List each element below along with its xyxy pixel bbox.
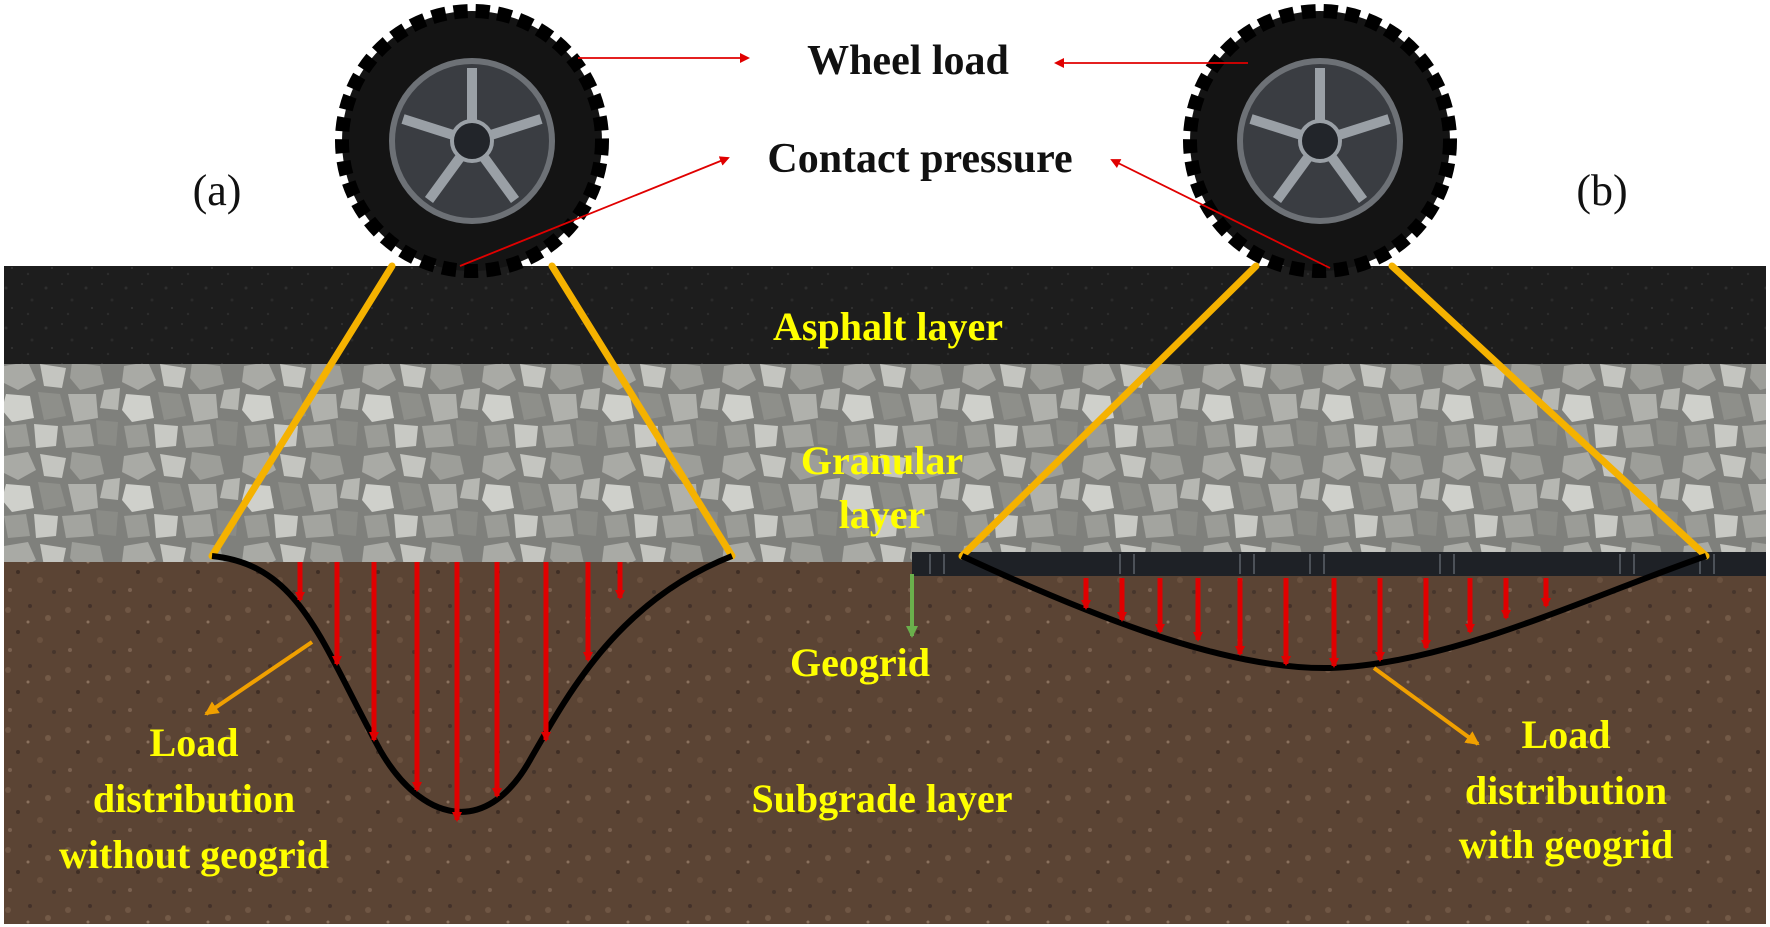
note-without-geogrid-3: without geogrid — [59, 832, 329, 877]
note-with-geogrid-2: distribution — [1465, 768, 1667, 813]
panel-label-b: (b) — [1576, 166, 1627, 215]
load-spread-lines — [208, 262, 1710, 560]
granular-layer-label-1: Granular — [801, 438, 963, 483]
note-with-geogrid-3: with geogrid — [1459, 822, 1673, 867]
panel-label-a: (a) — [193, 166, 242, 215]
asphalt-layer — [4, 266, 1766, 366]
geogrid-band — [912, 552, 1766, 576]
asphalt-layer-label: Asphalt layer — [773, 304, 1003, 349]
note-without-geogrid-1: Load — [150, 720, 239, 765]
geogrid-ribs — [929, 554, 1715, 574]
pressure-arrows-left — [295, 562, 625, 822]
wheel-load-label: Wheel load — [807, 38, 1009, 84]
annotation-arrows — [459, 53, 1331, 269]
deflection-curve-with-geogrid — [960, 553, 1707, 672]
contact-pressure-arrow-right — [1110, 159, 1331, 269]
contact-pressure-arrow-left — [459, 156, 730, 267]
note-without-geogrid-2: distribution — [93, 776, 295, 821]
granular-layer — [4, 364, 1766, 564]
note-with-geogrid-1: Load — [1522, 712, 1611, 757]
wheel-left — [335, 4, 609, 278]
wheel-right — [1183, 4, 1457, 278]
contact-pressure-label: Contact pressure — [767, 136, 1072, 182]
subgrade-layer-label: Subgrade layer — [751, 776, 1012, 821]
leader-with-geogrid — [1372, 666, 1480, 746]
pressure-arrows-right — [1081, 578, 1551, 668]
deflection-curve-without-geogrid — [211, 553, 734, 815]
geogrid-label: Geogrid — [790, 640, 930, 685]
granular-layer-label-2: layer — [839, 492, 926, 537]
leader-without-geogrid — [204, 640, 314, 716]
